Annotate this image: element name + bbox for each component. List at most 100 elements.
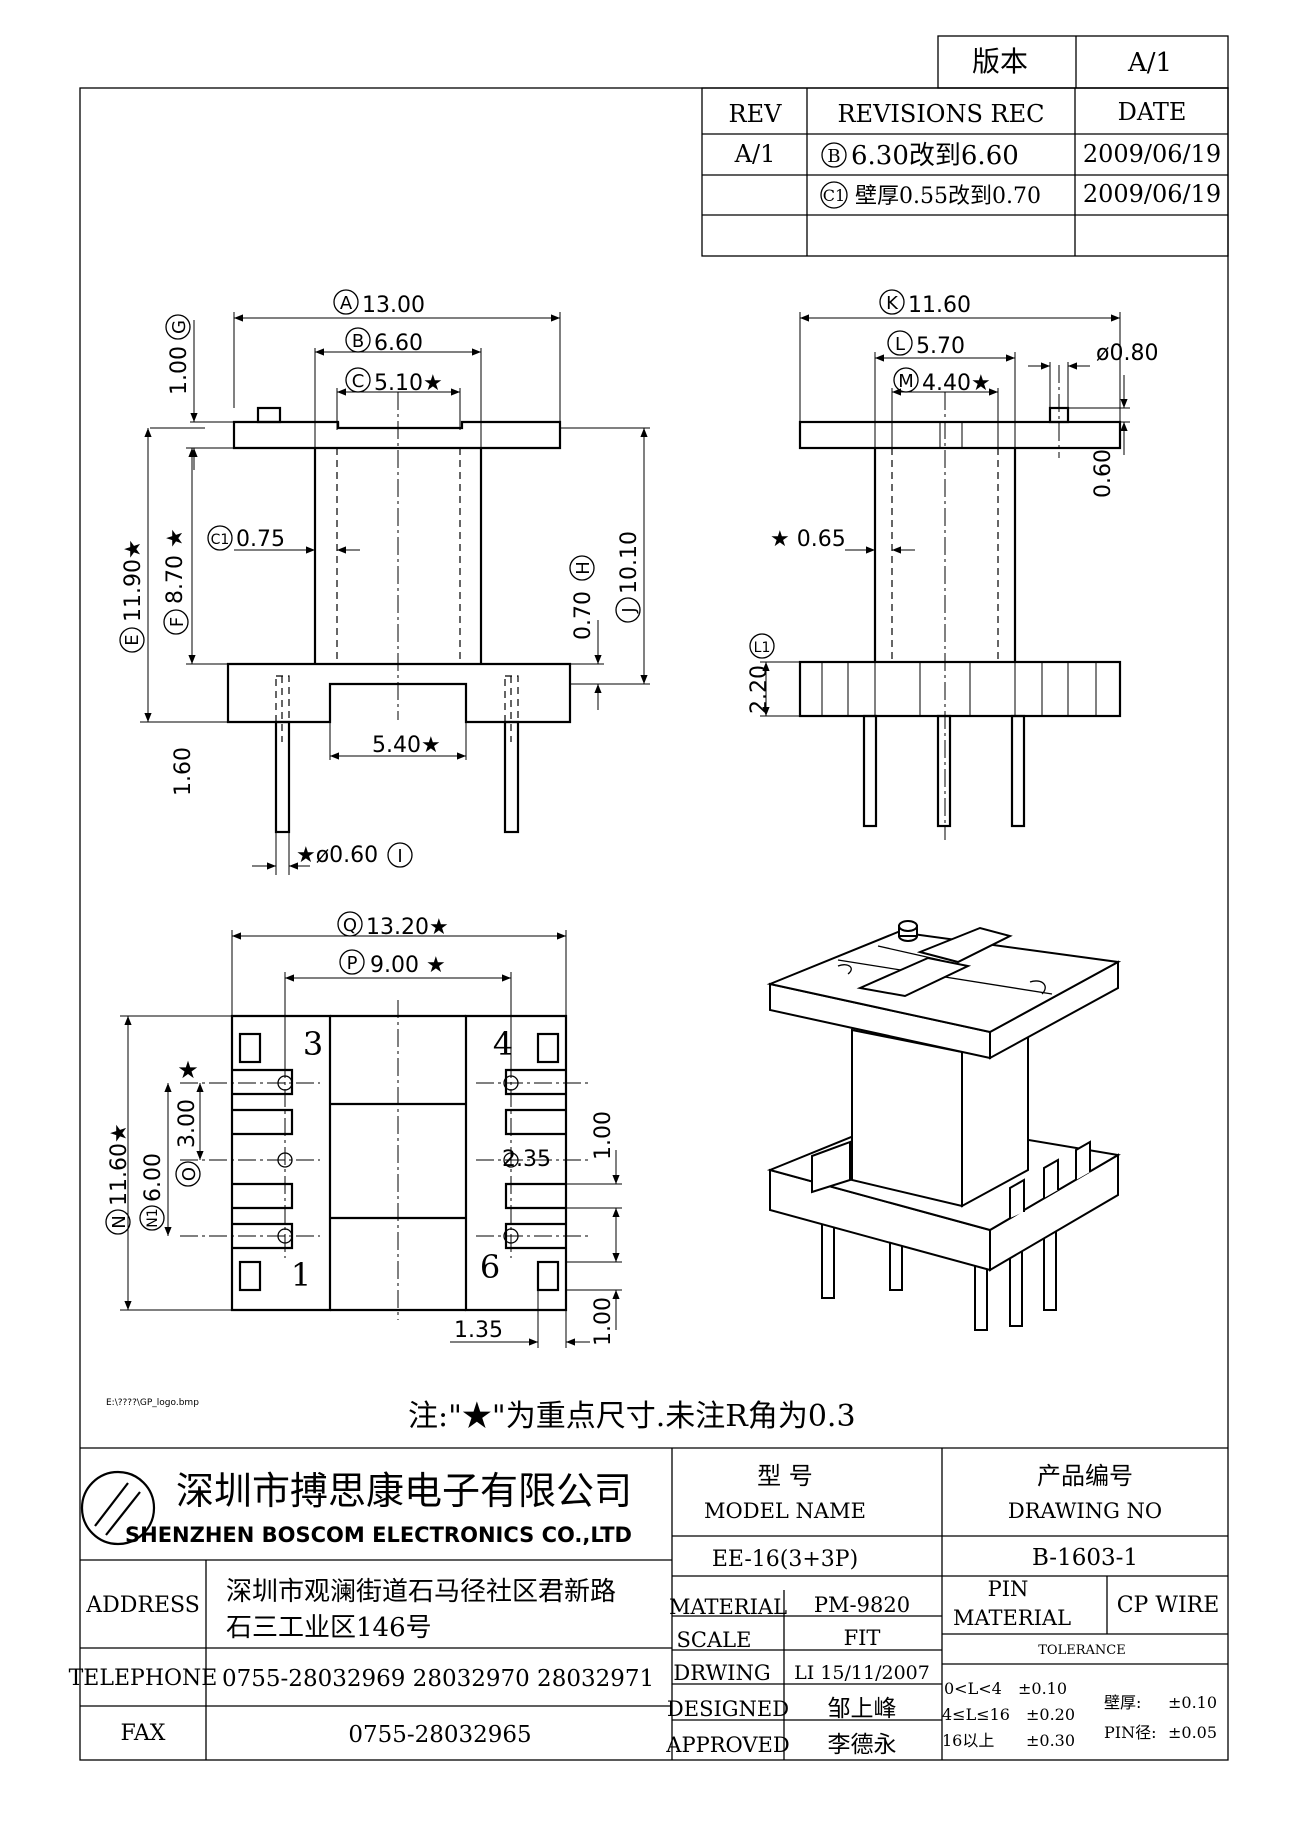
dim-n: 11.60★	[107, 1123, 132, 1206]
rev-row2-text: 壁厚0.55改到0.70	[855, 184, 1041, 209]
dim-slot: 1.00	[591, 1111, 616, 1160]
drawing-label-en: DRAWING NO	[1008, 1499, 1162, 1523]
pin-3-label: 3	[303, 1025, 323, 1063]
dim-e: 11.90★	[121, 539, 146, 622]
designed-label: DESIGNED	[667, 1697, 789, 1721]
material-label: MATERIAL	[669, 1595, 787, 1619]
drwing-label: DRWING	[673, 1661, 770, 1685]
dim-l1: 2.20	[747, 665, 772, 714]
tol-value-2: ±0.20	[1026, 1705, 1075, 1724]
dim-span: 5.40★	[372, 733, 441, 758]
dim-k: 11.60	[908, 293, 971, 318]
rev-row1-text: 6.30改到6.60	[851, 141, 1019, 171]
svg-text:F: F	[167, 617, 188, 627]
company-name-en: SHENZHEN BOSCOM ELECTRONICS CO.,LTD	[125, 1523, 632, 1547]
dim-h: 0.70	[571, 591, 596, 640]
telephone-value: 0755-28032969 28032970 28032971	[222, 1666, 654, 1692]
dim-pin-d: ø0.80	[1096, 341, 1158, 366]
dim-g: 1.00	[167, 346, 192, 395]
svg-text:G: G	[169, 320, 190, 334]
rev-row1-mark: B	[827, 146, 840, 167]
rev-row1-rev: A/1	[734, 140, 776, 168]
tol-pin-value: ±0.05	[1168, 1723, 1217, 1742]
svg-text:I: I	[397, 846, 402, 867]
svg-text:E: E	[122, 634, 143, 645]
revision-table: REV REVISIONS REC DATE A/1 B 6.30改到6.60 …	[701, 87, 1229, 257]
front-view: A 13.00 B 6.60 C 5.10★ C1 0.75 E 11.90★	[119, 289, 650, 875]
dim-c1: 0.75	[236, 527, 285, 552]
fax-label: FAX	[121, 1721, 166, 1746]
company-name-cn: 深圳市搏思康电子有限公司	[176, 1469, 632, 1513]
material-value: PM-9820	[814, 1593, 910, 1617]
svg-text:N: N	[109, 1215, 130, 1228]
svg-text:M: M	[898, 371, 914, 392]
pin-1-label: 1	[291, 1256, 311, 1294]
dim-a: 13.00	[362, 293, 425, 318]
model-value: EE-16(3+3P)	[712, 1547, 858, 1572]
tol-pin-label: PIN径:	[1104, 1723, 1156, 1742]
tol-value-3: ±0.30	[1026, 1731, 1075, 1750]
svg-text:Q: Q	[343, 915, 357, 936]
rev-row1-date: 2009/06/19	[1083, 140, 1221, 168]
dim-b: 6.60	[374, 331, 423, 356]
dim-q: 13.20★	[366, 915, 449, 940]
svg-text:C: C	[352, 371, 365, 392]
svg-text:A: A	[340, 293, 353, 314]
rev-row2-mark: C1	[823, 186, 845, 205]
model-label-en: MODEL NAME	[704, 1499, 866, 1523]
rev-header: REV	[729, 100, 783, 128]
model-label-cn: 型 号	[757, 1462, 813, 1490]
address-label: ADDRESS	[85, 1593, 200, 1618]
scale-label: SCALE	[677, 1628, 752, 1652]
svg-text:B: B	[352, 331, 364, 352]
pin-6-label: 6	[480, 1248, 500, 1286]
tol-wall-label: 壁厚:	[1104, 1693, 1141, 1712]
address-line2: 石三工业区146号	[226, 1613, 432, 1643]
logo-path: E:\????\GP_logo.bmp	[106, 1398, 199, 1408]
tol-wall-value: ±0.10	[1168, 1693, 1217, 1712]
date-header: DATE	[1118, 98, 1187, 126]
version-value: A/1	[1127, 48, 1172, 78]
fax-value: 0755-28032965	[348, 1722, 531, 1748]
telephone-label: TELEPHONE	[69, 1666, 218, 1691]
svg-text:H: H	[573, 561, 594, 575]
drawing-value: B-1603-1	[1032, 1545, 1138, 1571]
svg-text:L1: L1	[754, 640, 771, 656]
pin-material-label1: PIN	[988, 1577, 1029, 1601]
svg-text:J: J	[619, 607, 640, 613]
dim-p: 9.00 ★	[370, 953, 446, 978]
isometric-view	[766, 920, 1122, 1331]
dim-pin-offset: 1.60	[171, 747, 196, 796]
approved-label: APPROVED	[665, 1733, 789, 1757]
svg-text:P: P	[347, 953, 358, 974]
approved-value: 李德永	[828, 1732, 897, 1758]
side-view: K 11.60 L 5.70 M 4.40★ ø0.80 0.60 ★ 0.65	[747, 289, 1158, 840]
bottom-view: 3 4 1 6 Q 13.20★ P 9.00 ★ N 11.60★ N1	[105, 911, 622, 1348]
dim-pitch: 3.00	[175, 1099, 200, 1148]
svg-text:K: K	[886, 293, 899, 314]
tol-value-1: ±0.10	[1018, 1679, 1067, 1698]
pin-material-value: CP WIRE	[1117, 1593, 1220, 1618]
dim-top-t: 0.60	[1091, 449, 1116, 498]
svg-text:N1: N1	[145, 1208, 161, 1227]
rec-header: REVISIONS REC	[837, 100, 1044, 128]
tol-range-1: 0<L<4	[944, 1679, 1002, 1698]
dim-f: 8.70 ★	[163, 528, 188, 604]
dim-r: 2.35	[502, 1147, 551, 1172]
version-box: 版本 A/1	[937, 35, 1229, 89]
dim-edge: 1.35	[454, 1318, 503, 1343]
designed-value: 邹上峰	[828, 1696, 897, 1722]
tol-range-2: 4≤L≤16	[942, 1705, 1010, 1724]
dim-l: 5.70	[916, 334, 965, 359]
note: 注:"★"为重点尺寸.未注R角为0.3	[408, 1399, 856, 1434]
drwing-value: LI 15/11/2007	[794, 1662, 930, 1684]
address-line1: 深圳市观澜街道石马径社区君新路	[226, 1577, 616, 1607]
pin-material-label2: MATERIAL	[953, 1606, 1071, 1630]
svg-text:C1: C1	[211, 532, 230, 548]
svg-text:★: ★	[177, 1056, 199, 1084]
dim-j: 10.10	[617, 531, 642, 594]
dim-c: 5.10★	[374, 371, 443, 396]
drawing-label-cn: 产品编号	[1037, 1462, 1133, 1490]
sheet-border	[79, 87, 1229, 1761]
